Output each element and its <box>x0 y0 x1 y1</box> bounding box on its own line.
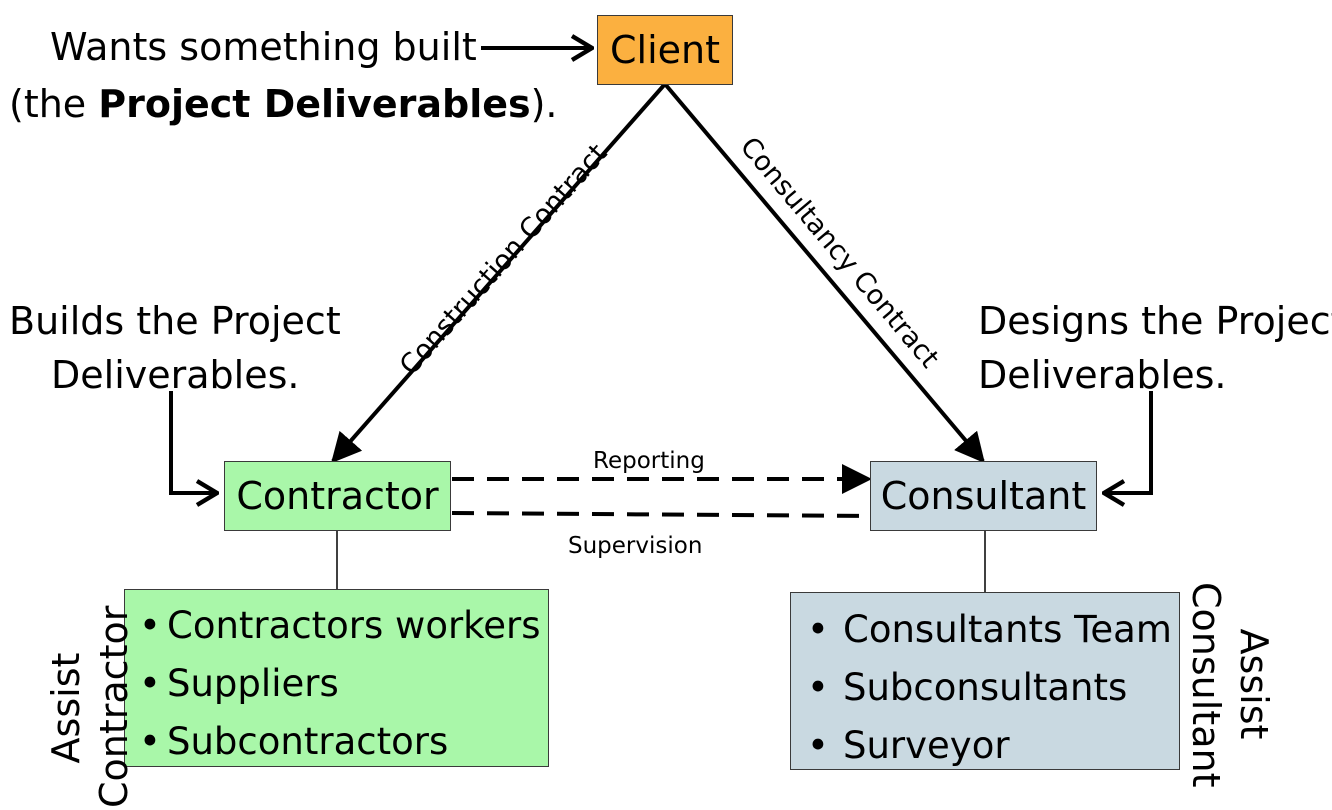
client-box: Client <box>597 15 733 85</box>
assist-consultant-label: Assist Consultant <box>1178 582 1278 788</box>
contractor-helpers-list: •Contractors workers •Suppliers •Subcont… <box>124 589 549 767</box>
consultancy-contract-arrow <box>663 82 985 464</box>
contractor-helper-item: •Contractors workers <box>125 597 548 655</box>
client-note-prefix: (the <box>9 82 99 126</box>
contractor-box: Contractor <box>224 461 451 531</box>
bullet-icon: • <box>807 608 829 651</box>
assist-consultant-line2: Consultant <box>1184 582 1228 788</box>
consultant-note-arrow <box>1104 391 1153 493</box>
bullet-icon: • <box>139 720 161 763</box>
client-note-line1: Wants something built <box>50 25 477 69</box>
contractor-helper-item: •Subcontractors <box>125 713 548 771</box>
consultant-note-line1: Designs the Project <box>978 299 1332 343</box>
assist-contractor-line2: Contractor <box>92 605 136 808</box>
assist-contractor-line1: Assist <box>44 652 88 764</box>
consultant-note-line2: Deliverables. <box>978 353 1227 397</box>
consultant-helper-item: •Surveyor <box>791 717 1179 775</box>
assist-contractor-label: Assist Contractor <box>42 605 142 808</box>
assist-consultant-line1: Assist <box>1232 628 1276 740</box>
consultant-helpers-list: •Consultants Team •Subconsultants •Surve… <box>790 592 1180 770</box>
supervision-label: Supervision <box>568 533 703 559</box>
contractor-note-line2: Deliverables. <box>51 353 300 397</box>
contractor-note-line1: Builds the Project <box>9 299 341 343</box>
contractor-note-arrow <box>169 391 217 493</box>
bullet-icon: • <box>139 604 161 647</box>
bullet-icon: • <box>807 666 829 709</box>
supervision-line <box>451 511 870 518</box>
consultant-box: Consultant <box>870 461 1097 531</box>
consultant-helper-item: •Subconsultants <box>791 659 1179 717</box>
bullet-icon: • <box>139 662 161 705</box>
reporting-label: Reporting <box>593 448 705 474</box>
construction-contract-arrow <box>331 82 667 464</box>
client-note-line2: (the Project Deliverables). <box>9 79 558 129</box>
consultant-helper-item: •Consultants Team <box>791 601 1179 659</box>
contractor-helper-item: •Suppliers <box>125 655 548 713</box>
client-note-suffix: ). <box>530 82 558 126</box>
bullet-icon: • <box>807 724 829 767</box>
client-note-bold: Project Deliverables <box>98 82 531 126</box>
